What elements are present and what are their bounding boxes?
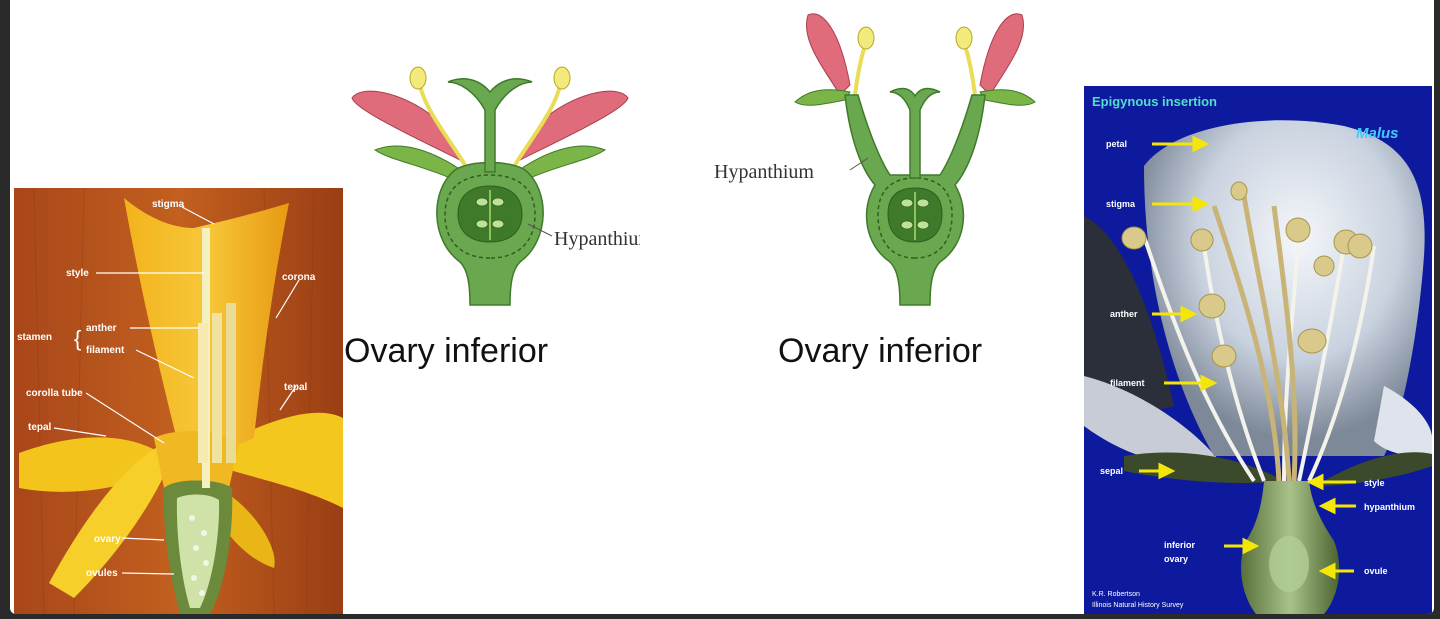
apple-credit-institution: Illinois Natural History Survey: [1092, 602, 1184, 609]
label-tepal-right: tepal: [284, 382, 308, 393]
apple-label-anther: anther: [1110, 309, 1138, 319]
diagram-left-hypanthium-label: Hypanthium: [554, 228, 640, 250]
label-style: style: [66, 268, 89, 279]
label-corolla-tube: corolla tube: [26, 388, 83, 399]
slide: stigma style corona stamen anther filame…: [10, 0, 1434, 614]
diagram-right-caption: Ovary inferior: [778, 332, 982, 371]
apple-label-filament: filament: [1110, 378, 1145, 388]
diagram-right-hypanthium-label: Hypanthium: [714, 161, 814, 183]
apple-label-sepal: sepal: [1100, 466, 1123, 476]
label-stamen: stamen: [17, 332, 52, 343]
apple-label-hypanthium: hypanthium: [1364, 502, 1415, 512]
inferior-ovary-diagram-right: Hypanthium: [700, 0, 1040, 310]
apple-title: Epigynous insertion: [1092, 94, 1217, 109]
apple-credit-author: K.R. Robertson: [1092, 591, 1140, 598]
apple-label-ovary: ovary: [1164, 554, 1188, 564]
label-anther: anther: [86, 323, 117, 334]
label-tepal-left: tepal: [28, 422, 52, 433]
apple-label-stigma: stigma: [1106, 199, 1136, 209]
label-ovules: ovules: [86, 568, 118, 579]
label-filament: filament: [86, 345, 125, 356]
apple-label-ovule: ovule: [1364, 566, 1388, 576]
apple-label-inferior: inferior: [1164, 540, 1196, 550]
diagram-left-caption: Ovary inferior: [344, 332, 548, 371]
apple-label-petal: petal: [1106, 139, 1127, 149]
label-corona: corona: [282, 272, 316, 283]
apple-label-style: style: [1364, 478, 1385, 488]
apple-genus: Malus: [1356, 125, 1399, 142]
inferior-ovary-diagram-left: Hypanthium: [340, 0, 640, 310]
daffodil-section-photo: stigma style corona stamen anther filame…: [14, 188, 343, 614]
label-ovary: ovary: [94, 534, 121, 545]
label-stigma: stigma: [152, 199, 185, 210]
malus-epigynous-photo: Epigynous insertion Malus petal stigma a…: [1084, 86, 1432, 614]
stamen-brace: {: [74, 326, 81, 351]
